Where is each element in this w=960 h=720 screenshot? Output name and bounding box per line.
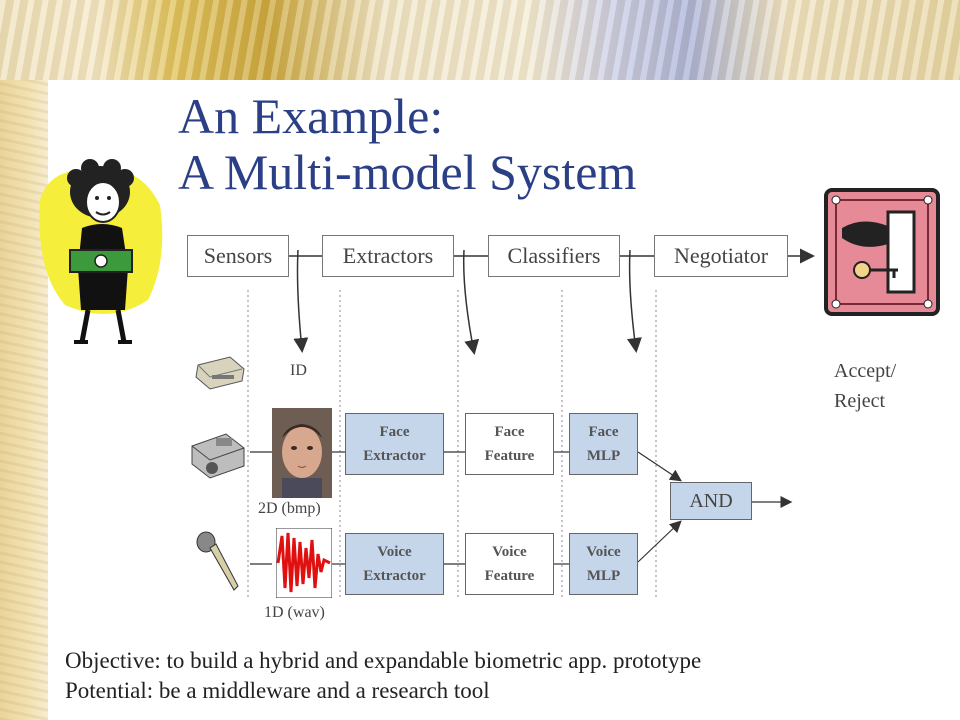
voice-feature-box: Voice Feature — [465, 533, 554, 595]
face-input-label: 2D (bmp) — [258, 500, 321, 517]
id-label: ID — [290, 362, 307, 379]
id-arrow — [293, 249, 309, 353]
waveform-image — [276, 528, 332, 598]
stage-extractors: Extractors — [322, 235, 454, 277]
reject-line: Reject — [834, 390, 886, 412]
stage-sensors: Sensors — [187, 235, 289, 277]
face-photo — [272, 408, 332, 498]
face-extractor-line-2: Extractor — [363, 448, 426, 464]
title-line-1: An Example: — [178, 88, 444, 144]
door-key-clipart — [824, 188, 940, 316]
face-extractor-box: Face Extractor — [345, 413, 444, 475]
woman-with-money-clipart — [39, 159, 163, 344]
voice-feature-line-1: Voice — [492, 544, 527, 560]
voice-extractor-line-1: Voice — [377, 544, 412, 560]
card-reader-icon — [195, 356, 245, 390]
face-feature-line-2: Feature — [484, 448, 535, 464]
slide-title: An Example: A Multi-model System — [178, 88, 636, 200]
scanner-icon — [191, 433, 245, 479]
title-line-2: A Multi-model System — [178, 144, 637, 200]
classifier-arrow — [462, 249, 480, 355]
left-decor-band — [0, 0, 48, 720]
face-mlp-line-2: MLP — [586, 448, 621, 464]
potential-text: Potential: be a middleware and a researc… — [65, 678, 490, 703]
stage-classifiers: Classifiers — [488, 235, 620, 277]
face-mlp-line-1: Face — [588, 424, 619, 440]
accept-reject-label: Accept/ Reject — [834, 356, 896, 416]
face-feature-box: Face Feature — [465, 413, 554, 475]
face-mlp-box: Face MLP — [569, 413, 638, 475]
face-extractor-line-1: Face — [379, 424, 410, 440]
voice-mlp-line-2: MLP — [586, 568, 621, 584]
voice-input-label: 1D (wav) — [264, 604, 325, 621]
slide-notes: Objective: to build a hybrid and expanda… — [65, 646, 701, 706]
microphone-icon — [196, 531, 239, 591]
top-decor-band — [0, 0, 960, 80]
voice-extractor-box: Voice Extractor — [345, 533, 444, 595]
negotiator-arrow — [626, 249, 642, 353]
stage-negotiator: Negotiator — [654, 235, 788, 277]
voice-mlp-box: Voice MLP — [569, 533, 638, 595]
face-feature-line-1: Face — [494, 424, 525, 440]
and-fusion-box: AND — [670, 482, 752, 520]
accept-line: Accept/ — [834, 360, 897, 382]
objective-text: Objective: to build a hybrid and expanda… — [65, 648, 702, 673]
voice-feature-line-2: Feature — [484, 568, 535, 584]
voice-extractor-line-2: Extractor — [363, 568, 426, 584]
voice-mlp-line-1: Voice — [586, 544, 621, 560]
